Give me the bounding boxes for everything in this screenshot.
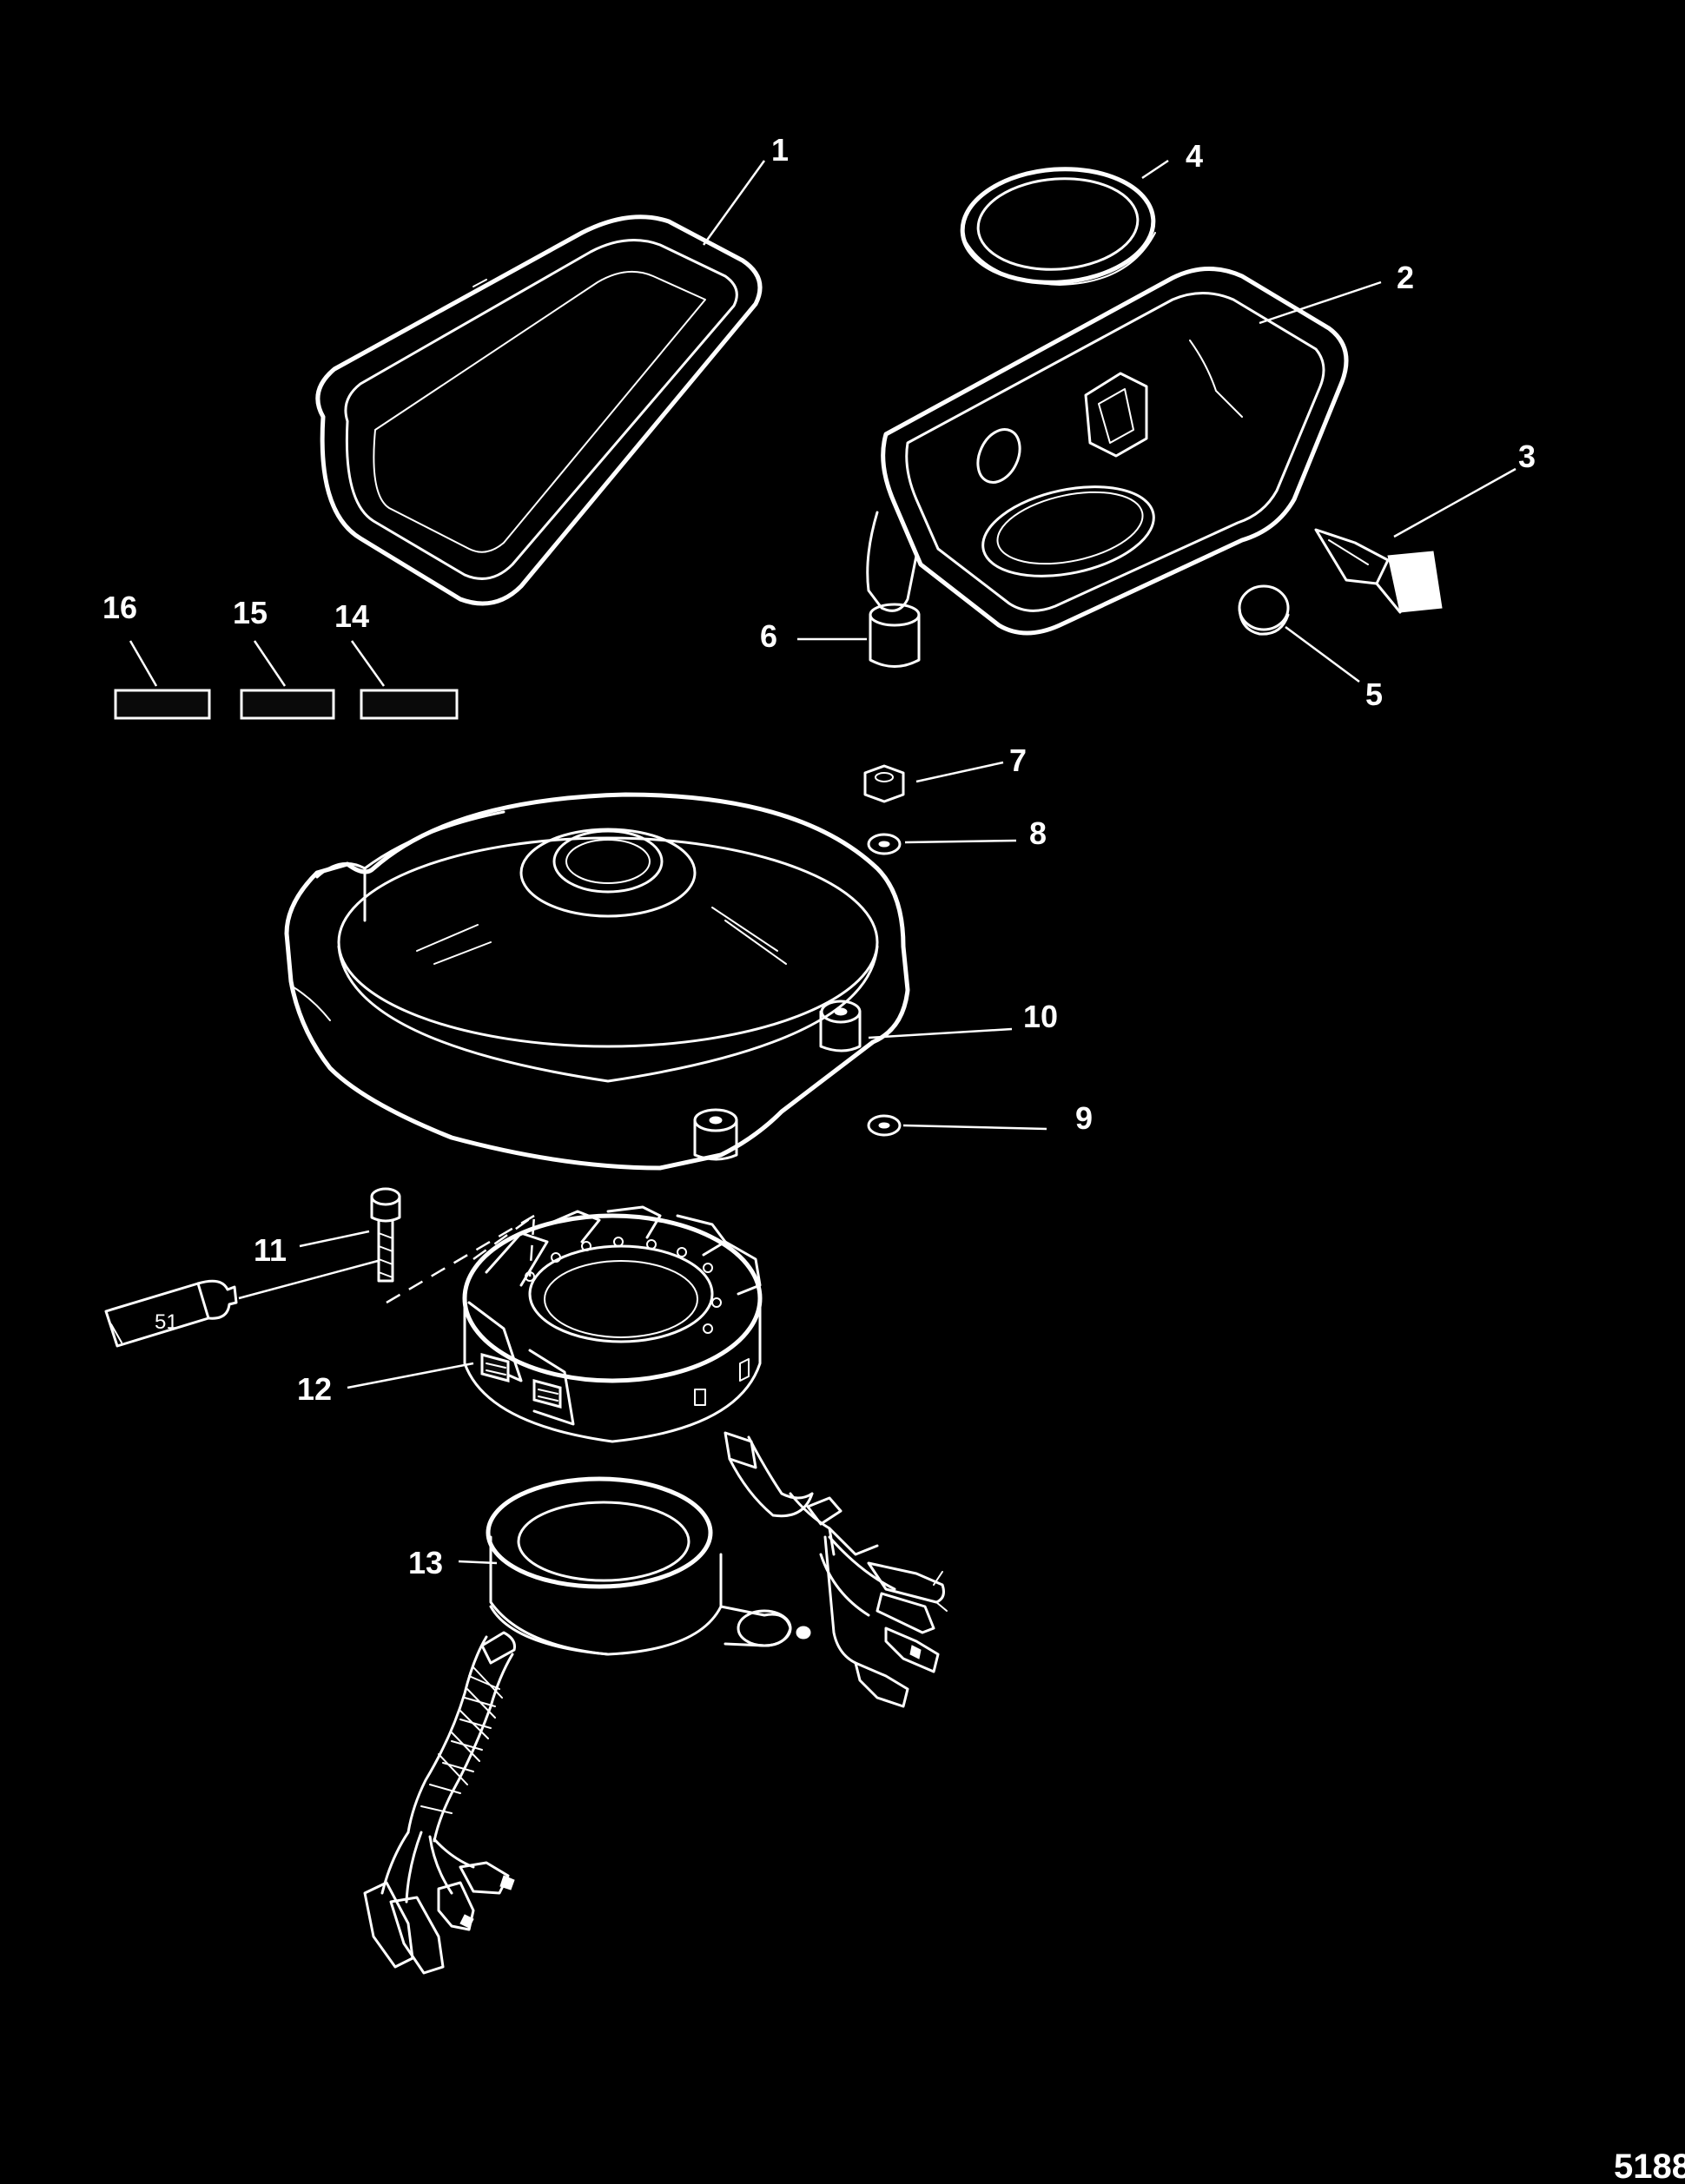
leader-8 [904, 839, 1017, 844]
leader-12 [347, 1362, 474, 1389]
parts-14-15-16-decals [114, 689, 459, 720]
leader-1 [702, 160, 766, 246]
leader-9 [902, 1124, 1047, 1131]
callout-11: 11 [254, 1232, 287, 1268]
part-2-housing [866, 267, 1349, 636]
callout-7: 7 [1009, 742, 1027, 778]
leader-4 [1141, 159, 1169, 180]
leader-14 [350, 640, 386, 687]
callout-1: 1 [771, 132, 789, 168]
leader-2 [1259, 280, 1382, 325]
part-1-lens-frame [315, 214, 763, 606]
part-9-washer [867, 1114, 902, 1137]
callout-4: 4 [1186, 138, 1203, 174]
part-5-cap [1238, 584, 1290, 636]
decal-15 [240, 689, 335, 720]
callout-5: 5 [1365, 676, 1383, 712]
callout-3: 3 [1518, 439, 1536, 474]
callout-10: 10 [1023, 999, 1058, 1034]
leader-7 [915, 761, 1004, 783]
callout-6: 6 [760, 618, 777, 654]
part-8-washer [867, 833, 902, 855]
leader-10 [868, 1027, 1013, 1039]
leader-15 [253, 640, 287, 687]
callout-13: 13 [408, 1545, 443, 1580]
part-4-o-ring [960, 167, 1156, 286]
decal-14 [360, 689, 459, 720]
callout-2: 2 [1397, 260, 1414, 295]
leader-11 [299, 1230, 370, 1248]
part-13-trigger [363, 1476, 811, 1975]
sealant-tube-label: 51 [155, 1310, 178, 1334]
alignment-line-stator [386, 1214, 535, 1304]
decal-16 [114, 689, 211, 720]
leader-13 [458, 1560, 498, 1565]
callout-8: 8 [1029, 815, 1047, 851]
callout-16: 16 [102, 590, 137, 625]
leader-5 [1285, 625, 1360, 683]
callout-15: 15 [233, 595, 268, 630]
alignment-line-stator-top [472, 1213, 536, 1277]
part-11-screw [370, 1187, 401, 1283]
figure-number: 5188 [1614, 2148, 1685, 2184]
callout-9: 9 [1075, 1100, 1093, 1136]
leader-16 [129, 640, 158, 687]
leader-tube [238, 1259, 379, 1300]
part-10-flywheel-cover [284, 792, 910, 1171]
callout-12: 12 [297, 1371, 332, 1407]
sealant-tube: 51 [104, 1279, 238, 1348]
part-7-nut [863, 764, 905, 803]
part-12-stator [462, 1205, 948, 1708]
callout-14: 14 [334, 598, 369, 634]
part-6-spacer [869, 603, 921, 668]
part-3-fitting [1314, 528, 1443, 614]
leader-3 [1393, 467, 1516, 538]
